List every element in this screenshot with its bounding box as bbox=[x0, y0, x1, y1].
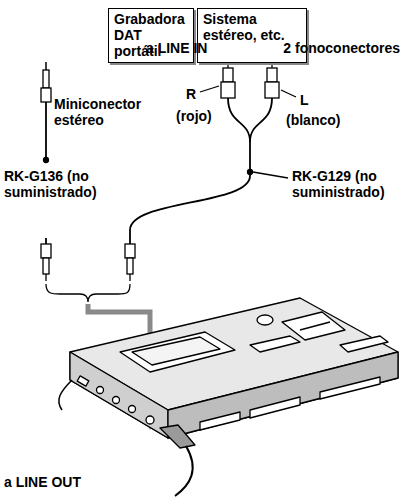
callout-label: RK-G129 (no suministrado) bbox=[292, 168, 398, 200]
callout-label: (blanco) bbox=[286, 112, 340, 128]
callout-label: RK-G136 (no suministrado) bbox=[4, 168, 102, 200]
callout-label: 2 fonoconectores bbox=[283, 40, 400, 56]
callout-label: a LINE OUT bbox=[4, 474, 81, 490]
device-label: Sistema estéreo, etc. bbox=[203, 11, 301, 43]
callout-label: (rojo) bbox=[176, 108, 212, 124]
callout-label: a LINE IN bbox=[146, 40, 207, 56]
callout-label: R bbox=[186, 86, 196, 102]
callout-label: Miniconector estéreo bbox=[54, 96, 150, 128]
callout-label: L bbox=[300, 92, 309, 108]
